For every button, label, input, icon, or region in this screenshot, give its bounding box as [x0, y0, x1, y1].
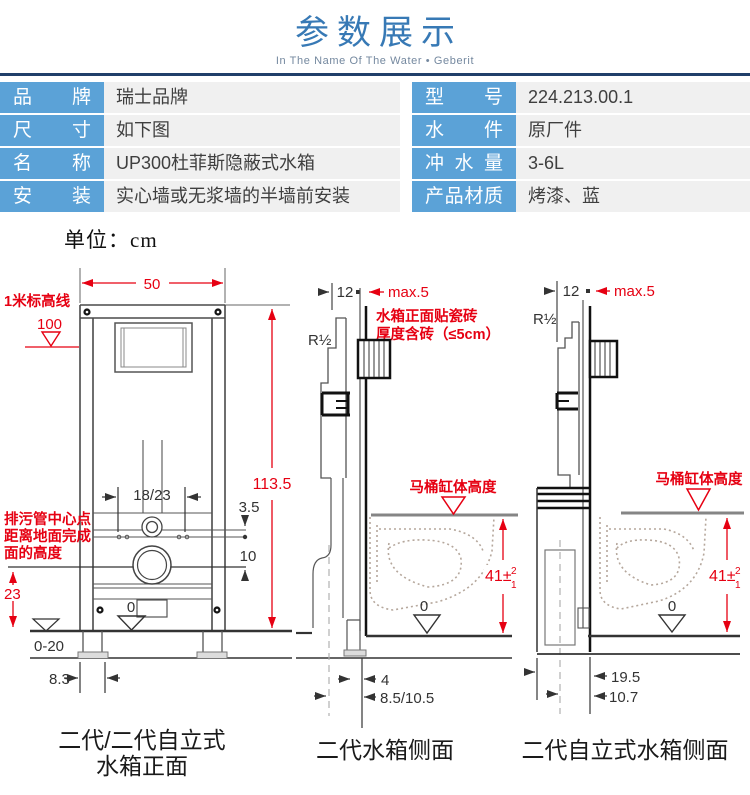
- spec-row: 品牌 瑞士品牌: [0, 82, 400, 113]
- toilet-outline: [369, 516, 495, 611]
- spec-row: 型号 224.213.00.1: [412, 82, 750, 113]
- spec-label: 冲水量: [412, 148, 516, 179]
- page-title: 参数展示: [295, 14, 463, 52]
- spec-label: 产品材质: [412, 181, 516, 212]
- spec-label: 尺寸: [0, 115, 104, 146]
- sa-bowl-height: 41±: [709, 568, 736, 585]
- water-supply-bracket: [320, 391, 350, 417]
- flush-offset-dim: 18/23: [133, 487, 171, 504]
- page-subtitle: In The Name Of The Water • Geberit: [275, 55, 475, 67]
- gen2-bowl-label: 马桶缸体高度: [410, 478, 497, 496]
- zero-triangle-icon: [116, 615, 147, 632]
- spec-row: 尺寸 如下图: [0, 115, 400, 146]
- tile-note-line1: 水箱正面贴瓷砖: [376, 307, 478, 325]
- front-view-caption-line2: 水箱正面: [96, 753, 188, 779]
- drain-note-line3: 面的高度: [4, 544, 62, 562]
- elevation-triangle-icon: [40, 331, 62, 348]
- gen2-dim-12: 12: [337, 284, 354, 301]
- spec-row: 冲水量 3-6L: [412, 148, 750, 179]
- header-divider: [0, 73, 750, 76]
- gen2-dim-8-5: 8.5/10.5: [380, 690, 434, 707]
- spec-column-right: 型号 224.213.00.1 水件 原厂件 冲水量 3-6L 产品材质 烤漆、…: [412, 82, 750, 214]
- spec-row: 安装 实心墙或无浆墙的半墙前安装: [0, 181, 400, 212]
- sa-dim-12: 12: [563, 283, 580, 300]
- sa-max-tile: max.5: [614, 283, 655, 300]
- gen2-bowl-height: 41±: [485, 568, 512, 585]
- bowl-height-triangle-icon: [440, 496, 467, 516]
- spec-label: 水件: [412, 115, 516, 146]
- gen2-caption: 二代水箱侧面: [316, 737, 454, 763]
- sa-caption: 二代自立式水箱侧面: [522, 737, 729, 763]
- dim-3-5: 3.5: [239, 499, 260, 516]
- elevation-value: 100: [37, 316, 62, 333]
- gen2-max-tile: max.5: [388, 284, 429, 301]
- drain-note-line1: 排污管中心点: [4, 510, 91, 528]
- gen2-tol-lower: 1: [511, 580, 517, 591]
- dim-10: 10: [240, 548, 257, 565]
- gen2-side-diagram: 12 max.5 水箱正面贴瓷砖 厚度含砖（≤5cm） R½: [296, 283, 521, 763]
- zero-level-label: 0: [127, 599, 135, 616]
- spec-label: 品牌: [0, 82, 104, 113]
- sa-dim-10-7: 10.7: [609, 689, 638, 706]
- gen2-r-half: R½: [308, 332, 332, 349]
- front-width-dim: 50: [144, 276, 161, 293]
- spec-label: 安装: [0, 181, 104, 212]
- spec-value: 瑞士品牌: [104, 82, 400, 113]
- access-panel: [114, 322, 193, 373]
- toilet-outline: [599, 516, 707, 610]
- dim-8-3: 8.3: [49, 671, 70, 688]
- spec-value: 3-6L: [516, 148, 750, 179]
- front-view-diagram: 50: [2, 268, 292, 779]
- spec-label: 型号: [412, 82, 516, 113]
- page-header: 参数展示 In The Name Of The Water • Geberit: [0, 0, 750, 76]
- front-height-dim: 113.5: [253, 476, 292, 493]
- spec-row: 水件 原厂件: [412, 115, 750, 146]
- gen2-tol-upper: 2: [511, 566, 517, 577]
- sa-zero-label: 0: [668, 598, 676, 615]
- sa-r-half: R½: [533, 311, 557, 328]
- spec-label: 名称: [0, 148, 104, 179]
- frame-base-rails: [537, 486, 589, 510]
- spec-value: UP300杜菲斯隐蔽式水箱: [104, 148, 400, 179]
- sa-tol-lower: 1: [735, 580, 741, 591]
- gen2-dim-4: 4: [381, 672, 389, 689]
- spec-value: 原厂件: [516, 115, 750, 146]
- spec-value: 224.213.00.1: [516, 82, 750, 113]
- standalone-side-diagram: 12 max.5 R½: [522, 281, 745, 763]
- tile-note-line2: 厚度含砖（≤5cm）: [376, 325, 500, 343]
- unit-note: 单位：cm: [64, 228, 158, 252]
- sa-zero-triangle-icon: [657, 614, 687, 634]
- spec-row: 产品材质 烤漆、蓝: [412, 181, 750, 212]
- sa-dim-19-5: 19.5: [611, 669, 640, 686]
- spec-column-left: 品牌 瑞士品牌 尺寸 如下图 名称 UP300杜菲斯隐蔽式水箱 安装 实心墙或无…: [0, 82, 400, 214]
- spec-value: 实心墙或无浆墙的半墙前安装: [104, 181, 400, 212]
- flush-plate: [588, 339, 619, 379]
- sa-tol-upper: 2: [735, 566, 741, 577]
- gen2-zero-triangle-icon: [412, 614, 442, 635]
- dim-23: 23: [4, 586, 21, 603]
- floor-triangle-icon: [31, 618, 61, 632]
- sa-bowl-label: 马桶缸体高度: [656, 470, 743, 488]
- drain-pipe-circle: [132, 545, 172, 585]
- gen2-zero-label: 0: [420, 598, 428, 615]
- spec-value: 烤漆、蓝: [516, 181, 750, 212]
- elevation-label: 1米标高线: [4, 292, 71, 310]
- floor-range-label: 0-20: [34, 638, 64, 655]
- bowl-height-triangle-icon: [685, 488, 712, 512]
- drain-note-line2: 距离地面完成: [4, 527, 91, 545]
- spec-value: 如下图: [104, 115, 400, 146]
- front-view-caption-line1: 二代/二代自立式: [58, 727, 225, 753]
- spec-row: 名称 UP300杜菲斯隐蔽式水箱: [0, 148, 400, 179]
